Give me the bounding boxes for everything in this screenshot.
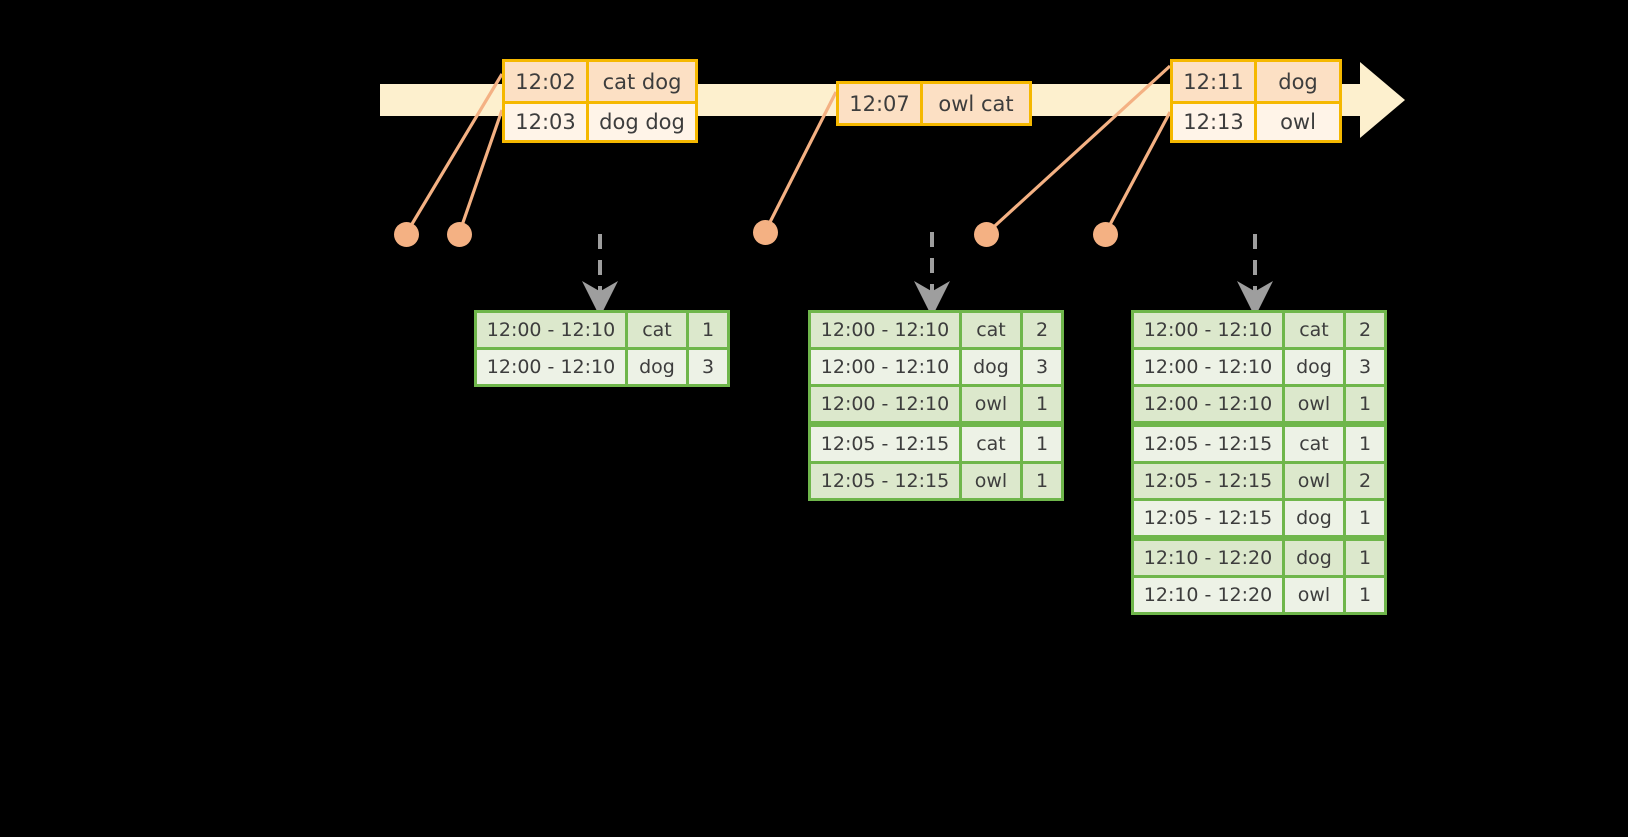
cell-word: cat	[1285, 313, 1343, 347]
cell-count: 3	[689, 350, 727, 384]
cell-window: 12:10 - 12:20	[1134, 578, 1282, 612]
event-value: owl	[1257, 104, 1339, 140]
event-value: dog	[1257, 62, 1339, 101]
cell-count: 1	[1346, 427, 1384, 461]
event-time: 12:02	[505, 62, 589, 101]
cell-count: 1	[1023, 464, 1061, 498]
event-row: 12:11 dog	[1173, 62, 1339, 101]
cell-word: owl	[1285, 387, 1343, 421]
cell-window: 12:00 - 12:10	[811, 313, 959, 347]
cell-window: 12:00 - 12:10	[811, 387, 959, 421]
connector-dot-4	[974, 222, 999, 247]
cell-word: owl	[1285, 578, 1343, 612]
cell-word: dog	[1285, 541, 1343, 575]
event-value: owl cat	[923, 84, 1029, 123]
cell-word: dog	[1285, 501, 1343, 535]
cell-window: 12:00 - 12:10	[1134, 350, 1282, 384]
connector-dot-2	[447, 222, 472, 247]
cell-word: cat	[1285, 427, 1343, 461]
connector-dot-1	[394, 222, 419, 247]
cell-word: owl	[962, 387, 1020, 421]
cell-word: owl	[962, 464, 1020, 498]
cell-count: 3	[1023, 350, 1061, 384]
event-connector-lines	[404, 64, 1172, 236]
event-box-3[interactable]: 12:11 dog 12:13 owl	[1170, 59, 1342, 143]
event-value: cat dog	[589, 62, 695, 101]
cell-window: 12:00 - 12:10	[1134, 313, 1282, 347]
event-box-1[interactable]: 12:02 cat dog 12:03 dog dog	[502, 59, 698, 143]
cell-window: 12:00 - 12:10	[1134, 387, 1282, 421]
cell-window: 12:00 - 12:10	[477, 350, 625, 384]
event-row: 12:13 owl	[1173, 101, 1339, 140]
event-row: 12:02 cat dog	[505, 62, 695, 101]
cell-count: 1	[1346, 387, 1384, 421]
cell-window: 12:05 - 12:15	[1134, 464, 1282, 498]
cell-window: 12:10 - 12:20	[1134, 541, 1282, 575]
cell-count: 1	[1346, 541, 1384, 575]
cell-window: 12:05 - 12:15	[811, 464, 959, 498]
cell-count: 1	[1023, 427, 1061, 461]
table-input-arrows	[582, 232, 1273, 317]
event-time: 12:03	[505, 104, 589, 140]
cell-count: 2	[1346, 464, 1384, 498]
event-box-2[interactable]: 12:07 owl cat	[836, 81, 1032, 126]
event-row: 12:07 owl cat	[839, 84, 1029, 123]
cell-word: cat	[628, 313, 686, 347]
cell-count: 1	[1023, 387, 1061, 421]
event-time: 12:07	[839, 84, 923, 123]
cell-word: cat	[962, 427, 1020, 461]
event-time: 12:11	[1173, 62, 1257, 101]
connector-dot-3	[753, 220, 778, 245]
cell-window: 12:05 - 12:15	[1134, 501, 1282, 535]
cell-count: 1	[689, 313, 727, 347]
cell-window: 12:05 - 12:15	[811, 427, 959, 461]
cell-word: dog	[1285, 350, 1343, 384]
event-value: dog dog	[589, 104, 695, 140]
event-row: 12:03 dog dog	[505, 101, 695, 140]
cell-word: cat	[962, 313, 1020, 347]
cell-word: dog	[962, 350, 1020, 384]
cell-count: 2	[1023, 313, 1061, 347]
cell-word: dog	[628, 350, 686, 384]
cell-count: 1	[1346, 578, 1384, 612]
cell-word: owl	[1285, 464, 1343, 498]
event-time: 12:13	[1173, 104, 1257, 140]
connector-dot-5	[1093, 222, 1118, 247]
cell-count: 1	[1346, 501, 1384, 535]
cell-count: 3	[1346, 350, 1384, 384]
cell-window: 12:00 - 12:10	[477, 313, 625, 347]
cell-window: 12:00 - 12:10	[811, 350, 959, 384]
cell-window: 12:05 - 12:15	[1134, 427, 1282, 461]
cell-count: 2	[1346, 313, 1384, 347]
